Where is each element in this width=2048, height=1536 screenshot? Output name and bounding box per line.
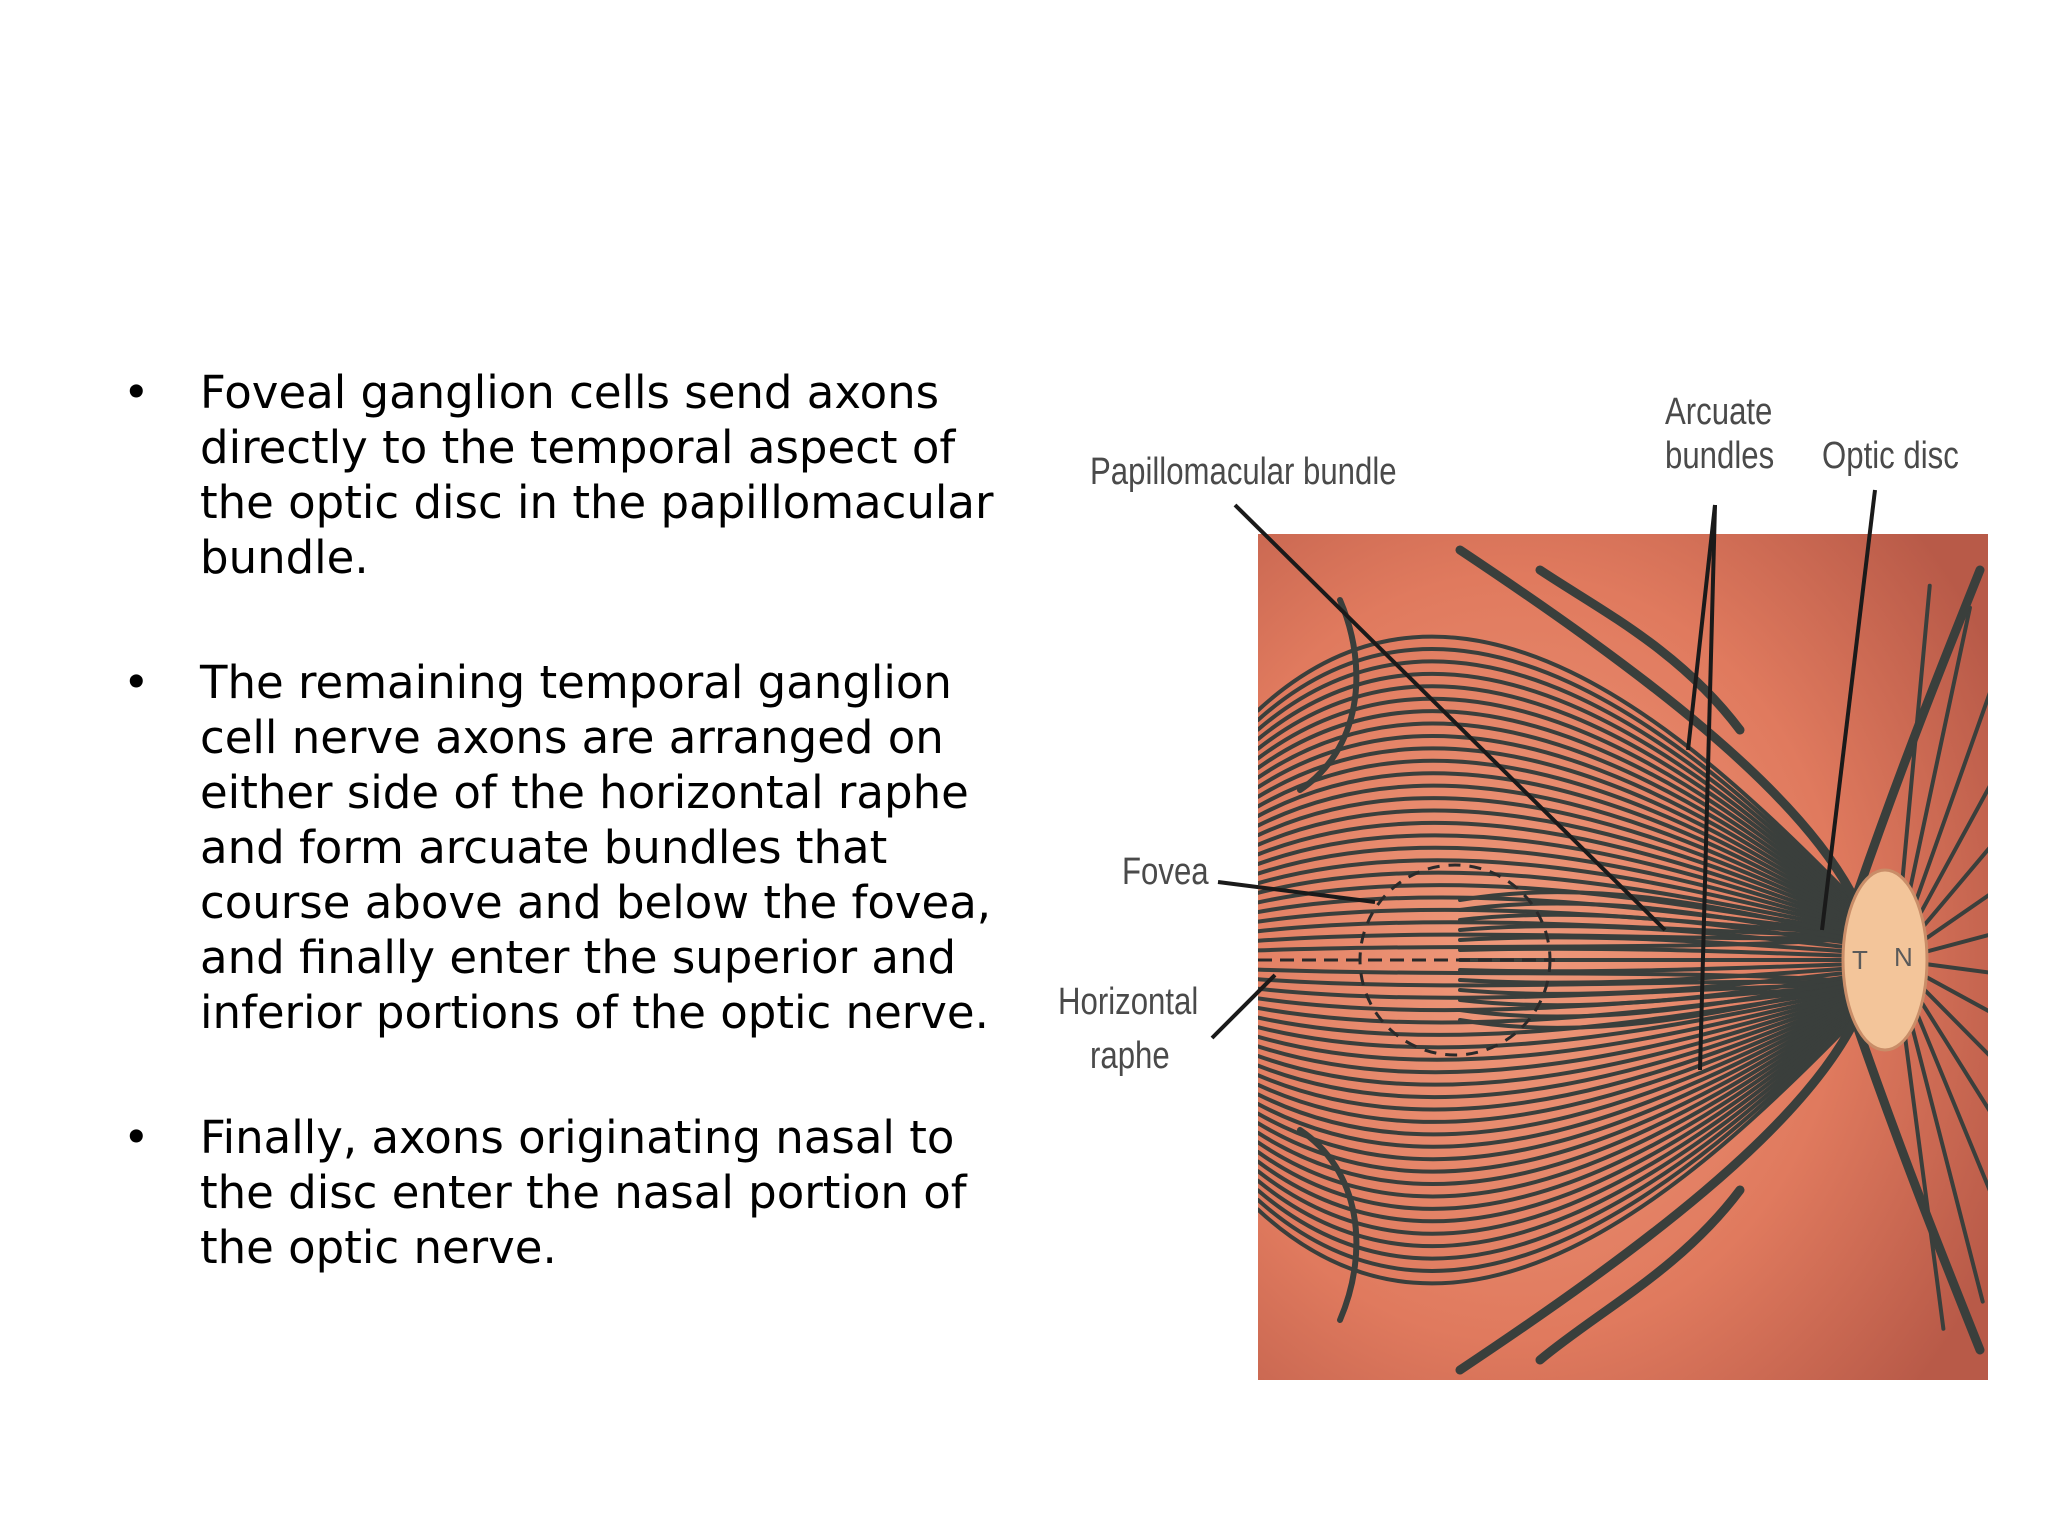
optic-disc-leader: [1820, 489, 1877, 931]
papillomacular-leader: [1233, 503, 1667, 932]
arcuate-fiber: [1258, 1012, 1857, 1249]
bullet-text: The remaining temporal ganglion cell ner…: [200, 656, 992, 1039]
arcuate-leader-upper: [1686, 504, 1717, 751]
arcuate-fiber: [1258, 994, 1857, 1100]
arcuate-fiber: [1258, 996, 1857, 1112]
arcuate-fiber: [1258, 1005, 1857, 1186]
arcuate-fiber: [1258, 967, 1857, 984]
arcuate-fiber: [1258, 634, 1857, 903]
raphe-leader: [1210, 973, 1277, 1040]
arcuate-fiber: [1258, 936, 1857, 953]
optic-disc: [1841, 868, 1929, 1052]
bullet-list: • Foveal ganglion cells send axons direc…: [110, 365, 1040, 1345]
arcuate-fiber: [1258, 734, 1857, 915]
superior-vessel: [1455, 545, 1985, 905]
arcuate-fiber: [1258, 999, 1857, 1137]
papillomacular-fiber: [1458, 890, 1857, 938]
arcuate-fiber: [1258, 771, 1857, 920]
bullet-dot: •: [123, 1111, 150, 1164]
arcuate-fiber: [1258, 1000, 1857, 1149]
disc-label-temporal: T: [1852, 945, 1868, 975]
papillomacular-fiber: [1458, 901, 1857, 942]
arcuate-fiber: [1258, 1017, 1857, 1286]
label-arcuate-line2: bundles: [1665, 435, 1775, 477]
arcuate-fiber: [1258, 1002, 1857, 1162]
arcuate-fiber: [1258, 858, 1857, 930]
bullet-text: Foveal ganglion cells send axons directl…: [200, 366, 994, 584]
arcuate-fiber: [1258, 833, 1857, 927]
papillomacular-fiber: [1458, 970, 1857, 996]
label-papillomacular-bundle: Papillomacular bundle: [1090, 451, 1397, 493]
arcuate-fiber: [1258, 988, 1857, 1050]
arcuate-fiber: [1258, 990, 1857, 1062]
arcuate-fiber: [1258, 991, 1857, 1075]
arcuate-fiber: [1258, 783, 1857, 921]
fovea-leader: [1217, 880, 1376, 904]
label-arcuate-line1: Arcuate: [1665, 391, 1773, 433]
arcuate-fiber: [1258, 671, 1857, 908]
label-horizontal-line1: Horizontal: [1058, 981, 1199, 1023]
arcuate-fiber: [1258, 659, 1857, 906]
arcuate-fiber: [1258, 1011, 1857, 1236]
arcuate-fiber: [1258, 1014, 1857, 1261]
arcuate-fiber: [1258, 796, 1857, 923]
inferior-vessel: [1455, 1015, 1985, 1375]
bullet-dot: •: [123, 366, 150, 419]
papillomacular-fiber: [1458, 962, 1857, 974]
arcuate-fiber: [1258, 647, 1857, 905]
arcuate-fiber: [1258, 684, 1857, 909]
arcuate-fiber: [1258, 845, 1857, 929]
bullet-text: Finally, axons originating nasal to the …: [200, 1111, 967, 1274]
label-horizontal-line2: raphe: [1090, 1035, 1170, 1077]
label-optic-disc: Optic disc: [1822, 435, 1959, 477]
arcuate-fiber: [1258, 870, 1857, 932]
papillomacular-fiber: [1458, 974, 1857, 1008]
bullet-item: • Foveal ganglion cells send axons direc…: [110, 365, 1040, 585]
bullet-item: • Finally, axons originating nasal to th…: [110, 1110, 1040, 1275]
disc-label-nasal: N: [1894, 942, 1913, 972]
arcuate-fiber: [1258, 997, 1857, 1124]
papillomacular-fiber: [1458, 924, 1857, 950]
label-fovea: Fovea: [1122, 851, 1209, 893]
papillomacular-fiber: [1458, 966, 1857, 985]
nerve-fiber-layer: [1258, 583, 1988, 1331]
arcuate-fiber: [1258, 758, 1857, 918]
arcuate-fiber: [1258, 1009, 1857, 1224]
papillomacular-fiber: [1458, 946, 1857, 958]
blood-vessels: [1297, 545, 1985, 1375]
papillomacular-fiber: [1458, 978, 1857, 1019]
papillomacular-fiber: [1458, 982, 1857, 1030]
bullet-dot: •: [123, 656, 150, 709]
bullet-item: • The remaining temporal ganglion cell n…: [110, 655, 1040, 1040]
papillomacular-fiber: [1458, 912, 1857, 946]
temporal-vessel: [1297, 597, 1360, 1323]
arcuate-fiber: [1258, 709, 1857, 912]
retina-fiber-diagram: Papillomacular bundle Arcuate bundles Op…: [1040, 370, 2010, 1430]
arcuate-fiber: [1258, 696, 1857, 911]
arcuate-fiber: [1258, 808, 1857, 924]
arcuate-fiber: [1258, 993, 1857, 1087]
arcuate-fiber: [1258, 746, 1857, 917]
arcuate-fiber: [1258, 1008, 1857, 1211]
arcuate-fiber: [1258, 1015, 1857, 1273]
arcuate-leader-lower: [1698, 504, 1717, 1071]
papillomacular-fiber: [1458, 935, 1857, 954]
retina-illustration: [1210, 489, 1988, 1380]
arcuate-fiber: [1258, 1003, 1857, 1174]
